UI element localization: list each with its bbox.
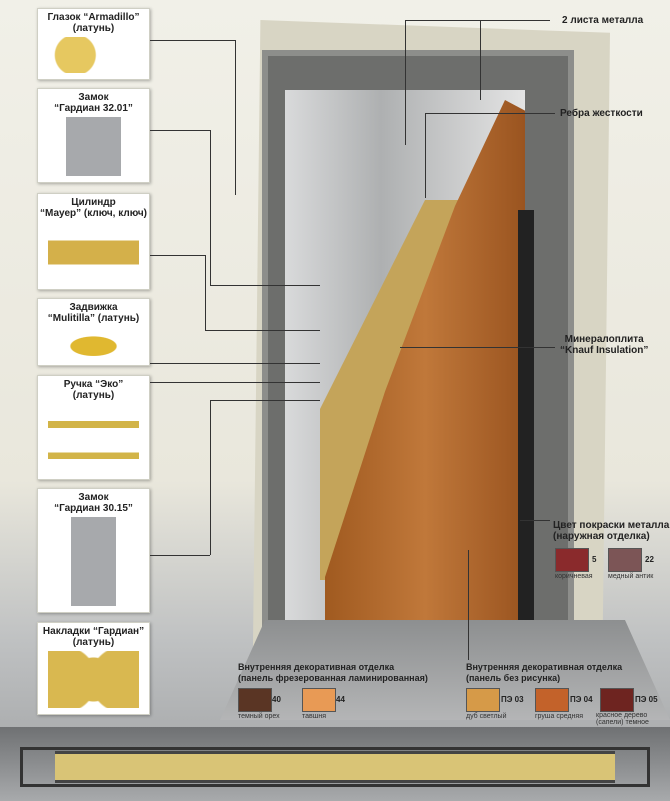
card-cylinder: Цилиндр“Мауер” (ключ, ключ): [37, 193, 150, 290]
lock-icon: [48, 517, 139, 606]
inner-swatch-40[interactable]: [238, 688, 272, 712]
swatch-name: тавшня: [302, 713, 327, 720]
inner-swatch-pe04[interactable]: [535, 688, 569, 712]
latch-knob-icon: [48, 327, 139, 359]
card-subtitle: “Mulitilla” (латунь): [47, 313, 140, 324]
leader-line: [150, 555, 210, 556]
leader-line: [210, 130, 211, 285]
swatch-code: ПЭ 03: [501, 695, 524, 704]
swatch-name: темный орех: [238, 713, 280, 720]
swatch-name: коричневая: [555, 573, 593, 580]
card-peephole: Глазок “Armadillo”(латунь): [37, 8, 150, 80]
leader-line: [210, 285, 320, 286]
door-edge: [518, 210, 534, 630]
leader-line: [235, 40, 236, 195]
title-line1: Внутренняя декоративная отделка: [238, 662, 395, 672]
leader-line: [210, 400, 211, 555]
card-title: Цилиндр: [71, 197, 116, 208]
cylinder-icon: [48, 222, 139, 283]
cross-section-frame: [20, 747, 650, 787]
leader-line: [150, 363, 320, 364]
card-lock-3201: Замок“Гардиан 32.01”: [37, 88, 150, 183]
callout-mineral: Минералоплита“Knauf Insulation”: [560, 334, 648, 356]
leader-line: [425, 113, 555, 114]
leader-line: [205, 330, 320, 331]
cross-section-insulation: [55, 751, 615, 783]
leader-line: [425, 113, 426, 198]
leader-line: [480, 20, 481, 100]
leader-line: [520, 520, 550, 521]
leader-line: [150, 40, 235, 41]
card-escutcheons: Накладки “Гардиан”(латунь): [37, 622, 150, 715]
peephole-icon: [48, 37, 139, 73]
swatch-name: медный антик: [608, 573, 654, 580]
swatch-code: ПЭ 05: [635, 695, 658, 704]
card-subtitle: (латунь): [72, 23, 115, 34]
card-subtitle: “Гардиан 32.01”: [54, 103, 133, 114]
callout-stiffeners: Ребра жесткости: [560, 108, 643, 119]
leader-line: [210, 400, 320, 401]
leader-line: [150, 382, 320, 383]
paint-swatch-22[interactable]: [608, 548, 642, 572]
swatch-name: красное дерево (сапели) темное: [596, 712, 649, 726]
title-line1: Внутренняя декоративная отделка: [466, 662, 623, 672]
inner-plain-title: Внутренняя декоративная отделка(панель б…: [466, 662, 622, 684]
swatch-name: дуб светлый: [466, 713, 507, 720]
title-line2: (панель без рисунка): [466, 673, 561, 683]
swatch-code: 22: [645, 555, 654, 564]
card-title: Замок: [78, 92, 109, 103]
card-title: Накладки “Гардиан”: [42, 626, 145, 637]
card-title: Задвижка: [69, 302, 118, 313]
cross-section: [0, 727, 670, 801]
leader-line: [405, 20, 550, 21]
inner-milled-title: Внутренняя декоративная отделка(панель ф…: [238, 662, 428, 684]
swatch-code: 5: [592, 555, 597, 564]
card-subtitle: “Гардиан 30.15”: [54, 503, 133, 514]
swatch-name: груша средняя: [535, 713, 583, 720]
paint-title-line2: (наружная отделка): [553, 531, 650, 542]
card-subtitle: (латунь): [72, 637, 115, 648]
paint-title-line1: Цвет покраски металла: [553, 520, 670, 531]
floor: [220, 620, 670, 720]
card-subtitle: “Мауер” (ключ, ключ): [40, 208, 147, 219]
card-title: Глазок “Armadillo”: [47, 12, 140, 23]
leader-line: [150, 255, 205, 256]
inner-swatch-44[interactable]: [302, 688, 336, 712]
escutcheon-icon: [48, 651, 139, 708]
card-handle: Ручка “Эко”(латунь): [37, 375, 150, 480]
inner-swatch-pe03[interactable]: [466, 688, 500, 712]
swatch-code: ПЭ 04: [570, 695, 593, 704]
card-lock-3015: Замок“Гардиан 30.15”: [37, 488, 150, 613]
callout-metal-sheets: 2 листа металла: [562, 15, 644, 26]
paint-title: Цвет покраски металла(наружная отделка): [553, 520, 669, 542]
leader-line: [400, 347, 555, 348]
swatch-code: 44: [336, 695, 345, 704]
card-latch: Задвижка“Mulitilla” (латунь): [37, 298, 150, 366]
leader-line: [468, 550, 469, 660]
leader-line: [405, 20, 406, 145]
leader-line: [205, 255, 206, 330]
swatch-code: 40: [272, 695, 281, 704]
title-line2: (панель фрезерованная ламинированная): [238, 673, 428, 683]
card-title: Замок: [78, 492, 109, 503]
mineral-brand: “Knauf Insulation”: [560, 345, 649, 356]
mineral-label: Минералоплита: [564, 334, 644, 345]
card-title: Ручка “Эко”: [63, 379, 124, 390]
lock-icon: [48, 117, 139, 176]
handle-icon: [48, 404, 139, 473]
card-subtitle: (латунь): [72, 390, 115, 401]
inner-swatch-pe05[interactable]: [600, 688, 634, 712]
paint-swatch-5[interactable]: [555, 548, 589, 572]
leader-line: [150, 130, 210, 131]
